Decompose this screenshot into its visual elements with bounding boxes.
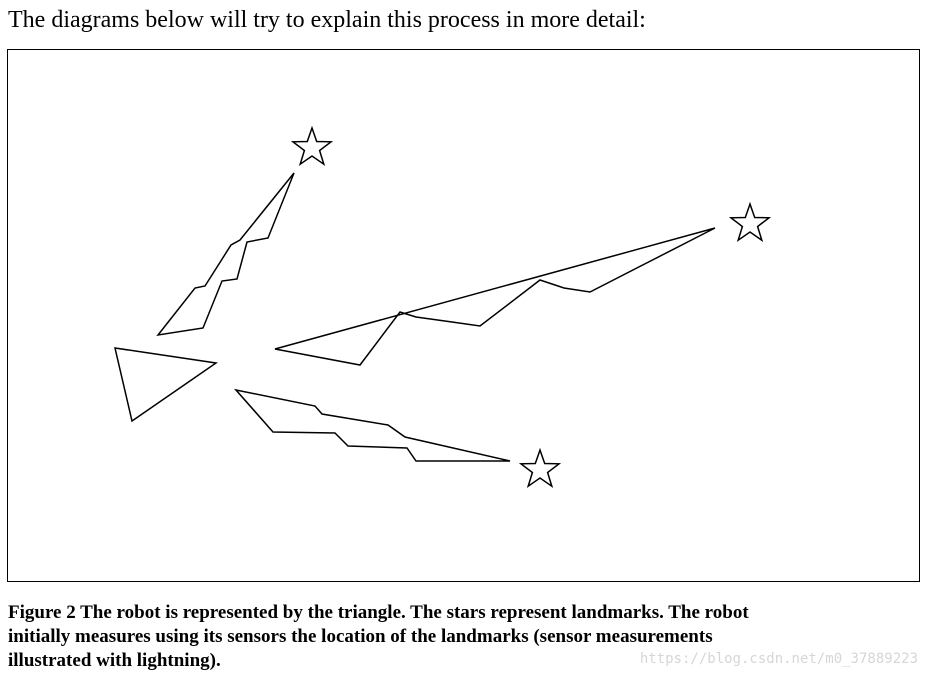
lightning-measurement-3 bbox=[233, 388, 511, 462]
lightning-measurement-1 bbox=[156, 172, 295, 337]
intro-text: The diagrams below will try to explain t… bbox=[8, 7, 646, 33]
landmark-star-right bbox=[728, 201, 772, 243]
figure-frame bbox=[7, 49, 920, 582]
landmark-star-top bbox=[290, 125, 334, 167]
lightning-measurement-2 bbox=[274, 227, 716, 366]
caption-line-1: Figure 2 The robot is represented by the… bbox=[8, 602, 749, 623]
figure-caption: Figure 2 The robot is represented by the… bbox=[8, 601, 888, 673]
caption-line-3: illustrated with lightning). bbox=[8, 650, 221, 671]
robot-triangle bbox=[114, 347, 218, 423]
caption-line-2: initially measures using its sensors the… bbox=[8, 626, 713, 647]
landmark-star-bottom bbox=[518, 447, 562, 489]
watermark-text: https://blog.csdn.net/m0_37889223 bbox=[639, 651, 918, 667]
